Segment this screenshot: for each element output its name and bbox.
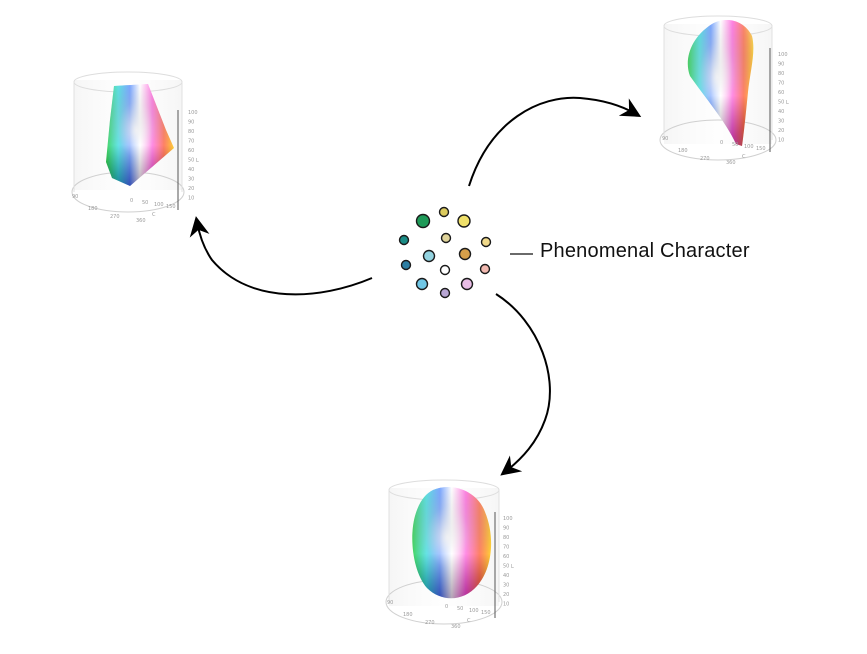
axis-tick-label: 40 [503, 573, 509, 579]
axis-tick-label: 90 [778, 62, 784, 68]
color-sample-dot [439, 264, 451, 276]
color-sample-dot [415, 277, 429, 291]
axis-c-label: C [467, 618, 471, 624]
color-sample-dot [480, 236, 492, 248]
axis-tick-label: 30 [188, 177, 194, 183]
axis-tick-label: 20 [503, 592, 509, 598]
axis-l-label: L [196, 158, 199, 164]
axis-c-tick: 0 [720, 140, 723, 146]
color-sample-dot [458, 247, 472, 261]
arrow-to-bottom [495, 293, 551, 476]
color-sample-dot [415, 213, 431, 229]
color-samples [398, 206, 492, 299]
color-sample-dot [479, 263, 491, 275]
axis-tick-label: 70 [503, 545, 509, 551]
axis-tick-label: 80 [503, 535, 509, 541]
axis-hue-tick: 270 [110, 214, 120, 220]
color-sample-dot [438, 206, 450, 218]
axis-tick-label: 80 [188, 129, 194, 135]
axis-tick-label: 30 [778, 119, 784, 125]
axis-hue-tick: 270 [425, 620, 435, 626]
phenomenal-character-label: Phenomenal Character [540, 240, 750, 262]
axis-c-label: C [742, 154, 746, 160]
axis-tick-label: 50 [503, 564, 509, 570]
axis-hue-tick: 360 [726, 160, 736, 166]
axis-l-label: L [786, 100, 789, 106]
axis-tick-label: 100 [778, 52, 788, 58]
color-sample-dot [460, 277, 474, 291]
axis-c-tick: 100 [744, 144, 754, 150]
axis-c-tick: 100 [469, 608, 479, 614]
axis-tick-label: 30 [503, 583, 509, 589]
axis-tick-label: 90 [188, 120, 194, 126]
color-sample-dot [440, 232, 452, 244]
axis-c-tick: 150 [756, 146, 766, 152]
axis-tick-label: 90 [503, 526, 509, 532]
axis-c-tick: 50 [457, 606, 463, 612]
axis-tick-label: 50 [778, 100, 784, 106]
axis-tick-label: 20 [778, 128, 784, 134]
axis-tick-label: 60 [188, 148, 194, 154]
axis-hue-tick: 180 [403, 612, 413, 618]
axis-hue-tick: 180 [678, 148, 688, 154]
axis-hue-tick: 270 [700, 156, 710, 162]
axis-hue-tick: 90 [387, 600, 393, 606]
axis-tick-label: 100 [503, 516, 513, 522]
axis-c-tick: 150 [166, 204, 176, 210]
axis-hue-tick: 360 [451, 624, 461, 630]
axis-tick-label: 70 [778, 81, 784, 87]
axis-hue-tick: 90 [72, 194, 78, 200]
axis-tick-label: 10 [778, 138, 784, 144]
color-sample-dot [457, 214, 471, 228]
axis-tick-label: 60 [778, 90, 784, 96]
axis-tick-label: 80 [778, 71, 784, 77]
color-sample-dot [400, 259, 412, 271]
axis-tick-label: 100 [188, 110, 198, 116]
arrow-to-top-left [189, 216, 373, 296]
axis-l-label: L [511, 564, 514, 570]
axis-c-tick: 100 [154, 202, 164, 208]
axis-tick-label: 60 [503, 554, 509, 560]
axis-c-tick: 0 [445, 604, 448, 610]
axis-c-tick: 150 [481, 610, 491, 616]
axis-c-tick: 50 [142, 200, 148, 206]
color-sample-dot [439, 287, 451, 299]
axis-hue-tick: 90 [662, 136, 668, 142]
axis-tick-label: 40 [778, 109, 784, 115]
axis-c-tick: 0 [130, 198, 133, 204]
axis-c-label: C [152, 212, 156, 218]
color-sample-dot [398, 234, 410, 246]
axis-tick-label: 40 [188, 167, 194, 173]
color-sample-dot [422, 249, 436, 263]
axis-tick-label: 10 [188, 196, 194, 202]
axis-hue-tick: 180 [88, 206, 98, 212]
axis-tick-label: 70 [188, 139, 194, 145]
axis-tick-label: 20 [188, 186, 194, 192]
arrow-to-top-right [468, 96, 642, 187]
axis-tick-label: 10 [503, 602, 509, 608]
axis-tick-label: 50 [188, 158, 194, 164]
axis-c-tick: 50 [732, 142, 738, 148]
axis-hue-tick: 360 [136, 218, 146, 224]
